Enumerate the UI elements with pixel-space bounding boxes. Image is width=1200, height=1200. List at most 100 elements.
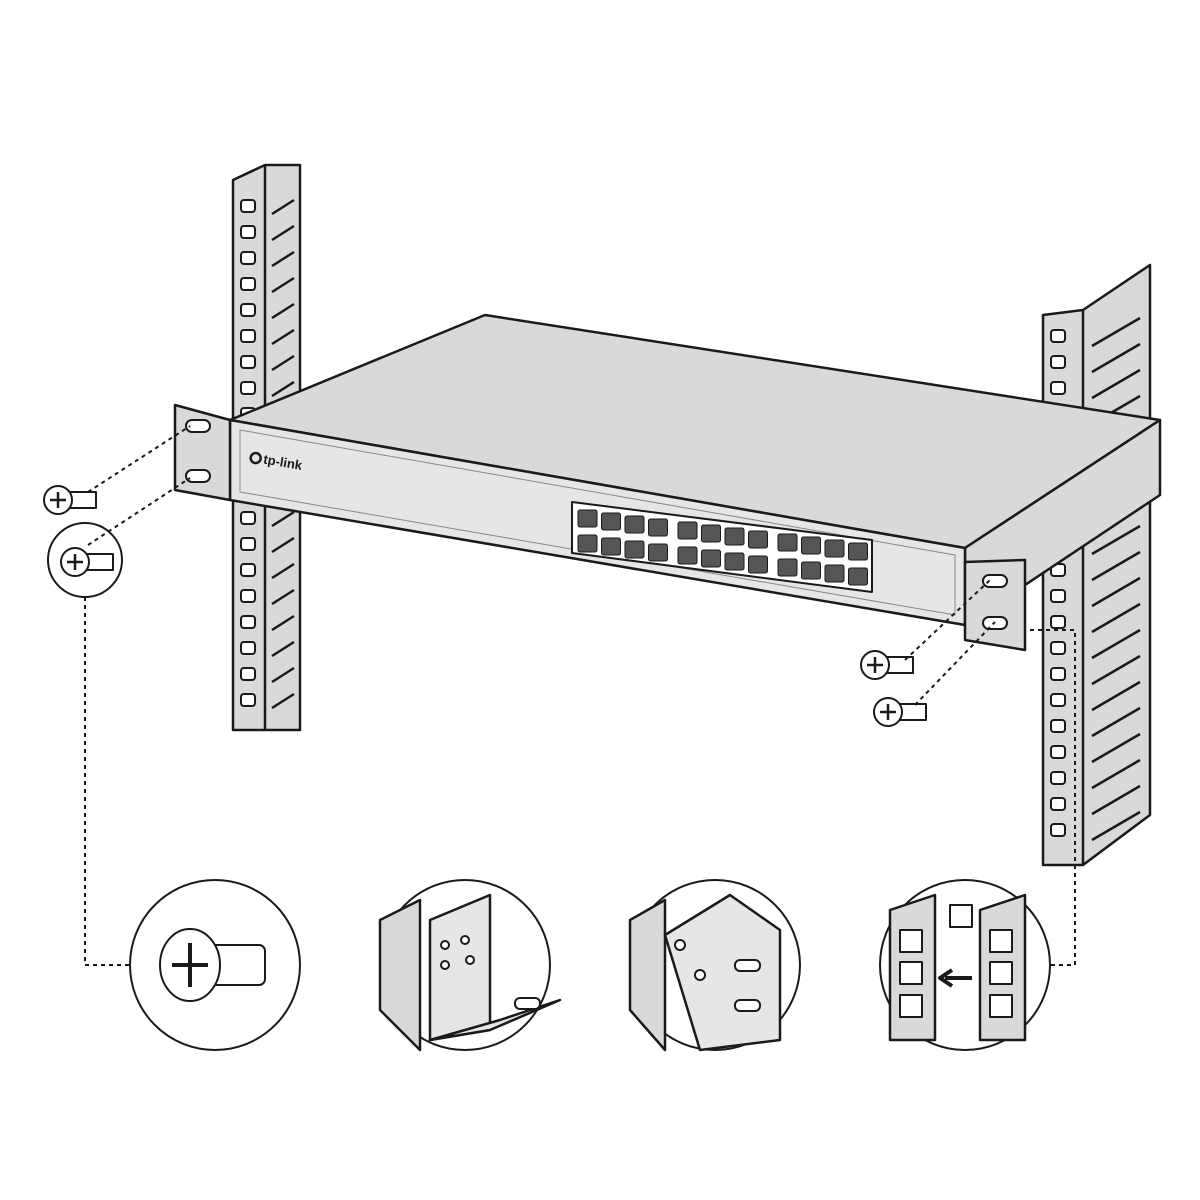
- rail-hole: [1050, 615, 1066, 629]
- rail-slot: [1091, 784, 1141, 816]
- rail-hole: [240, 667, 256, 681]
- rail-hole: [240, 381, 256, 395]
- rail-slot: [271, 276, 295, 294]
- rail-slot: [271, 380, 295, 398]
- rail-hole: [1050, 381, 1066, 395]
- rail-slot: [271, 640, 295, 658]
- cage-nut-icon: [949, 904, 973, 928]
- rail-slot: [1091, 524, 1141, 556]
- rail-hole: [1050, 797, 1066, 811]
- ethernet-port: [648, 543, 668, 562]
- bracket-right-closeup: [628, 879, 801, 1052]
- rail-slot: [271, 250, 295, 268]
- rail-hole: [240, 641, 256, 655]
- rail-slot: [1091, 654, 1141, 686]
- ethernet-port: [577, 534, 598, 553]
- rail-hole: [1050, 667, 1066, 681]
- ethernet-ports: [571, 501, 873, 593]
- ethernet-port: [701, 524, 721, 543]
- rail-hole: [1050, 329, 1066, 343]
- rail-slot: [1091, 706, 1141, 738]
- arrow-left-icon: [938, 968, 972, 988]
- ethernet-port: [601, 512, 621, 531]
- rail-slot: [271, 666, 295, 684]
- screws: [43, 485, 927, 727]
- rail-slot: [271, 328, 295, 346]
- rail-hole: [1050, 589, 1066, 603]
- rail-hole: [240, 537, 256, 551]
- rail-hole: [240, 277, 256, 291]
- rail-slot: [271, 536, 295, 554]
- detail-callouts: [129, 879, 1051, 1052]
- rail-slot: [1091, 810, 1141, 842]
- ethernet-port: [777, 558, 798, 577]
- rail-slot: [271, 614, 295, 632]
- rail-hole: [1050, 823, 1066, 837]
- cage-nut-closeup: [879, 879, 1051, 1051]
- ethernet-port: [577, 509, 598, 528]
- ethernet-port: [848, 542, 868, 561]
- rail-hole: [240, 563, 256, 577]
- ethernet-port: [724, 552, 745, 571]
- ethernet-port: [848, 567, 868, 586]
- screw-icon: [873, 697, 927, 727]
- ethernet-port: [824, 539, 845, 558]
- rail-hole: [240, 251, 256, 265]
- rail-slot: [1091, 732, 1141, 764]
- rail-hole: [1050, 355, 1066, 369]
- ethernet-port: [701, 549, 721, 568]
- bracket-left-closeup: [378, 879, 562, 1052]
- rail-slot: [1091, 316, 1141, 348]
- ethernet-port: [677, 521, 698, 540]
- rail-hole: [240, 615, 256, 629]
- ethernet-port: [648, 518, 668, 537]
- ethernet-port: [601, 537, 621, 556]
- screw-icon: [43, 485, 97, 515]
- rail-hole: [240, 199, 256, 213]
- rail-hole: [240, 355, 256, 369]
- ethernet-port: [624, 540, 645, 559]
- ethernet-port: [801, 561, 821, 580]
- rail-hole: [240, 589, 256, 603]
- ethernet-port: [824, 564, 845, 583]
- ethernet-port: [677, 546, 698, 565]
- right-rack-rail: [1041, 263, 1152, 867]
- screw-icon: [860, 650, 914, 680]
- rail-slot: [271, 692, 295, 710]
- rail-hole: [240, 329, 256, 343]
- rail-slot: [1091, 550, 1141, 582]
- guide-lines: [84, 425, 1076, 966]
- screw-closeup: [129, 879, 301, 1051]
- rail-slot: [1091, 680, 1141, 712]
- rail-hole: [1050, 693, 1066, 707]
- network-switch: tp-link: [173, 313, 1162, 652]
- rail-hole: [240, 225, 256, 239]
- logo-text: tp-link: [262, 452, 304, 474]
- rail-slot: [1091, 602, 1141, 634]
- rail-slot: [271, 302, 295, 320]
- rail-slot: [1091, 368, 1141, 400]
- rail-hole: [1050, 641, 1066, 655]
- tp-link-logo: tp-link: [249, 452, 304, 474]
- rail-slot: [271, 510, 295, 528]
- rail-slot: [271, 198, 295, 216]
- ethernet-port: [724, 527, 745, 546]
- rail-slot: [1091, 628, 1141, 660]
- rail-slot: [271, 562, 295, 580]
- rail-slot: [271, 224, 295, 242]
- rail-hole: [1050, 719, 1066, 733]
- rail-slot: [1091, 758, 1141, 790]
- ethernet-port: [748, 555, 768, 574]
- ethernet-port: [777, 533, 798, 552]
- rail-hole: [240, 693, 256, 707]
- screw-icon: [60, 547, 114, 577]
- ethernet-port: [748, 530, 768, 549]
- ethernet-port: [801, 536, 821, 555]
- rail-slot: [271, 588, 295, 606]
- rail-hole: [240, 303, 256, 317]
- ethernet-port: [624, 515, 645, 534]
- right-mount-bracket: [963, 558, 1027, 652]
- rail-hole: [1050, 745, 1066, 759]
